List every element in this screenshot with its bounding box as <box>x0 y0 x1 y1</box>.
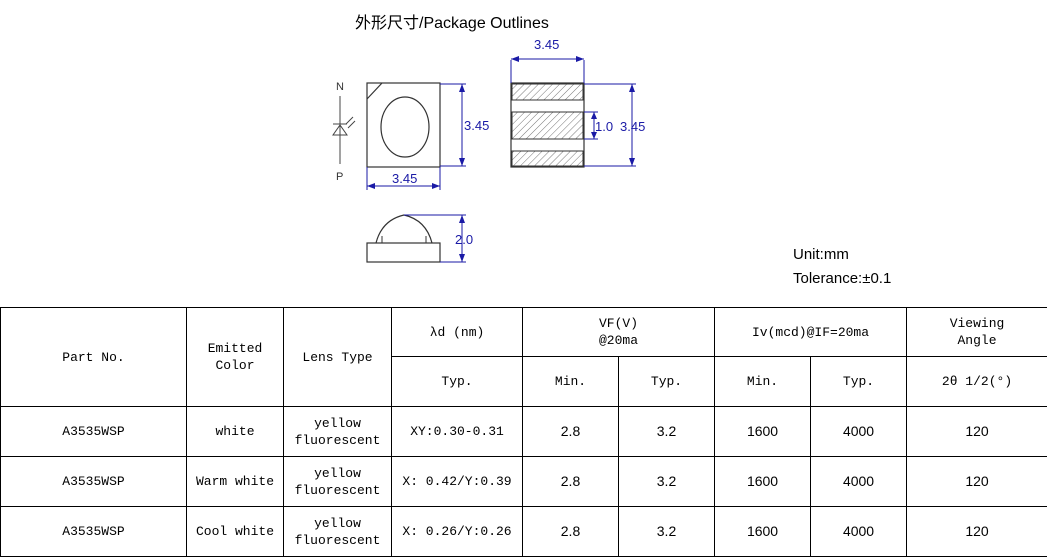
top-width-dimension: 3.45 <box>534 37 559 52</box>
header-vf-min: Min. <box>522 356 619 407</box>
header-iv-typ: Typ. <box>810 356 908 407</box>
side-height-dimension: 2.0 <box>455 232 473 247</box>
cell-wavelength: XY:0.30-0.31 <box>391 406 523 457</box>
cell-vf-min: 2.8 <box>522 506 619 557</box>
cell-viewing-angle: 120 <box>906 456 1047 507</box>
diode-polarity-symbol: N P <box>332 81 356 183</box>
cell-lens-type: yellow fluorescent <box>283 456 392 507</box>
header-viewing-angle: Viewing Angle <box>906 307 1047 357</box>
cell-iv-typ: 4000 <box>810 456 908 507</box>
table-row: A3535WSP white yellow fluorescent XY:0.3… <box>0 406 1047 457</box>
cell-lens-type: yellow fluorescent <box>283 506 392 557</box>
cell-emitted-color: white <box>186 406 284 457</box>
table-row: A3535WSP Warm white yellow fluorescent X… <box>0 456 1047 507</box>
cell-vf-typ: 3.2 <box>617 406 716 457</box>
package-outline-drawing: N P 3.45 3.45 <box>332 37 645 263</box>
cell-vf-typ: 3.2 <box>617 506 716 557</box>
cell-vf-typ: 3.2 <box>617 456 716 507</box>
cell-lens-type: yellow fluorescent <box>283 406 392 457</box>
cell-vf-min: 2.8 <box>522 456 619 507</box>
cell-part-no: A3535WSP <box>0 506 187 557</box>
cell-wavelength: X: 0.26/Y:0.26 <box>391 506 523 557</box>
header-vf-typ: Typ. <box>617 356 716 407</box>
pin-n-label: N <box>336 81 344 93</box>
header-row-2: Typ. Min. Typ. Min. Typ. 2θ 1/2(°) <box>1 356 1047 407</box>
cell-iv-min: 1600 <box>714 506 812 557</box>
front-width-dimension: 3.45 <box>392 171 417 186</box>
cell-emitted-color: Cool white <box>186 506 284 557</box>
front-view: 3.45 3.45 <box>366 82 489 190</box>
cell-wavelength: X: 0.42/Y:0.39 <box>391 456 523 507</box>
header-lens-type: Lens Type <box>283 307 392 407</box>
header-wavelength: λd (nm) <box>391 307 523 357</box>
header-wavelength-typ: Typ. <box>391 356 523 407</box>
header-iv: Iv(mcd)@IF=20ma <box>714 307 908 357</box>
header-iv-min: Min. <box>714 356 812 407</box>
pad-dimension: 1.0 <box>595 119 613 134</box>
cell-viewing-angle: 120 <box>906 406 1047 457</box>
cell-iv-min: 1600 <box>714 406 812 457</box>
cell-part-no: A3535WSP <box>0 406 187 457</box>
cell-iv-min: 1600 <box>714 456 812 507</box>
side-view: 2.0 <box>366 214 473 263</box>
package-outlines-heading: 外形尺寸/Package Outlines <box>355 15 549 32</box>
cell-iv-typ: 4000 <box>810 406 908 457</box>
cell-vf-min: 2.8 <box>522 406 619 457</box>
header-vf: VF(V) @20ma <box>521 307 716 357</box>
unit-label: Unit:mm <box>793 246 849 263</box>
cell-part-no: A3535WSP <box>0 456 187 507</box>
cell-iv-typ: 4000 <box>810 506 908 557</box>
header-row-1: Part No. Emitted Color Lens Type λd (nm)… <box>0 307 1047 407</box>
pin-p-label: P <box>336 171 343 183</box>
bottom-pad-view: 3.45 1.0 3.45 <box>510 37 645 168</box>
table-row: A3535WSP Cool white yellow fluorescent X… <box>0 506 1047 557</box>
cell-viewing-angle: 120 <box>906 506 1047 557</box>
tolerance-label: Tolerance:±0.1 <box>793 270 892 287</box>
header-part-no: Part No. <box>0 307 187 407</box>
front-height-dimension: 3.45 <box>464 118 489 133</box>
specification-table: Part No. Emitted Color Lens Type λd (nm)… <box>0 307 1047 557</box>
header-emitted-color: Emitted Color <box>186 307 284 407</box>
cell-emitted-color: Warm white <box>186 456 284 507</box>
back-height-dimension: 3.45 <box>620 119 645 134</box>
header-angle-unit: 2θ 1/2(°) <box>906 356 1047 407</box>
